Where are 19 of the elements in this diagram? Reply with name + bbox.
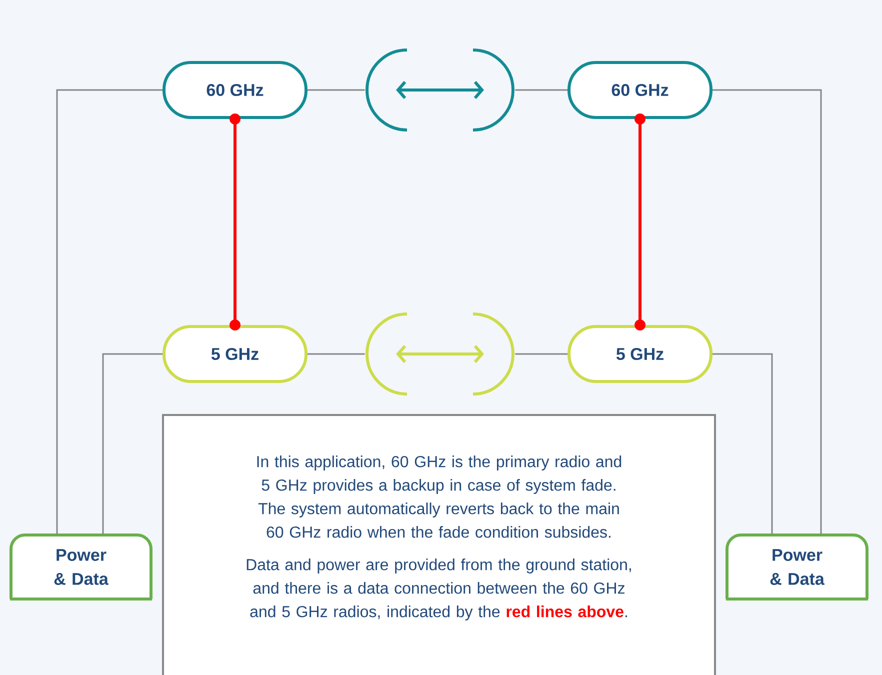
data-connection-line xyxy=(230,114,240,330)
cable-line xyxy=(308,89,365,91)
cable-line xyxy=(56,89,162,535)
cable-line xyxy=(515,89,568,91)
cable-line xyxy=(308,353,365,355)
wireless-link-drawing xyxy=(366,312,514,396)
radio-box: 60 GHz xyxy=(162,61,308,119)
power-data-box: Power & Data xyxy=(10,534,152,600)
cable-line xyxy=(102,353,162,535)
radio-box: 5 GHz xyxy=(162,325,308,383)
cable-line xyxy=(712,353,773,535)
cable-line xyxy=(515,353,568,355)
cable-line xyxy=(712,89,822,535)
radio-box: 5 GHz xyxy=(568,325,712,383)
radio-box: 60 GHz xyxy=(568,61,712,119)
description-box: In this application, 60 GHz is the primary radio and 5 GHz provides a backup in case of system fade. The system automatically reverts back to the main 60 GHz radio when the fade condition subsides. Data and power are provided from the ground station, and there is a data connection between the 60 GHz and 5 GHz radios, indicated by the red lines above. xyxy=(162,414,716,675)
data-connection-line xyxy=(634,114,646,330)
power-data-box: Power & Data xyxy=(726,534,869,600)
wireless-link-drawing xyxy=(366,48,514,132)
